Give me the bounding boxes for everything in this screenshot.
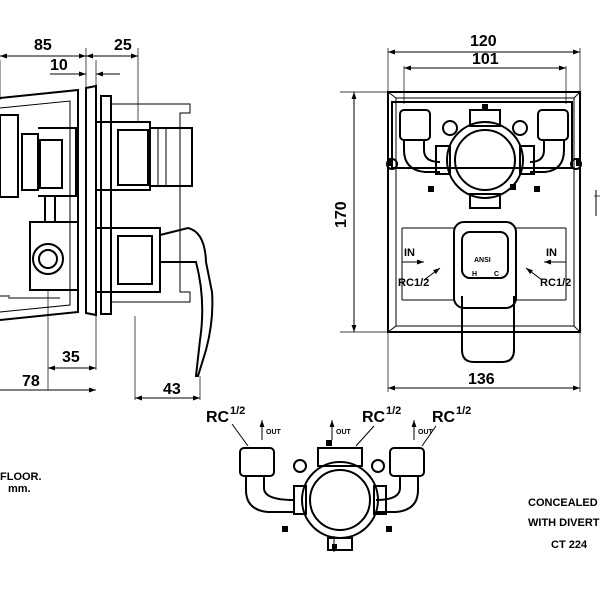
- side-view: 85 25 10 35 78 43: [0, 37, 214, 401]
- cold-label: C: [494, 271, 499, 278]
- rc-right-size: 1/2: [556, 277, 571, 289]
- rc-center-out-label: RC: [362, 409, 386, 426]
- title-block: CONCEALED WITH DIVERT CT 224: [528, 497, 600, 551]
- rc-right-label: RC: [540, 277, 556, 289]
- mm-note: mm.: [8, 483, 31, 495]
- dim-78: 78: [22, 373, 40, 390]
- hot-label: H: [472, 271, 477, 278]
- rc-left-size: 1/2: [414, 277, 429, 289]
- rc-right-out-label: RC: [432, 409, 456, 426]
- dim-120: 120: [470, 33, 497, 50]
- inlet-left-label: IN: [404, 247, 415, 259]
- rc-right-out-size: 1/2: [456, 405, 471, 417]
- dim-25: 25: [114, 37, 132, 54]
- rc-left-label: RC: [398, 277, 414, 289]
- dim-85: 85: [34, 37, 52, 54]
- front-view: ANSI H C IN RC 1/2 IN RC 1/2 120 101 170: [333, 33, 600, 392]
- rc-left-out-size: 1/2: [230, 405, 245, 417]
- notes: FLOOR. mm.: [0, 471, 42, 495]
- dim-35: 35: [62, 349, 80, 366]
- out-right-label: OUT: [418, 429, 434, 436]
- dim-43: 43: [163, 381, 181, 398]
- title-line-2: WITH DIVERT: [528, 517, 600, 529]
- out-left-label: OUT: [266, 429, 282, 436]
- dim-101: 101: [472, 51, 499, 68]
- title-line-3: CT 224: [551, 539, 588, 551]
- outlet-detail-view: RC 1/2 RC 1/2 RC 1/2 OUT OUT OUT: [206, 405, 471, 552]
- dim-170: 170: [333, 201, 350, 228]
- rc-left-out-label: RC: [206, 409, 230, 426]
- dim-10: 10: [50, 57, 68, 74]
- rc-center-out-size: 1/2: [386, 405, 401, 417]
- out-center-label: OUT: [336, 429, 352, 436]
- title-line-1: CONCEALED: [528, 497, 598, 509]
- dim-136: 136: [468, 371, 495, 388]
- inlet-right-label: IN: [546, 247, 557, 259]
- notch-label: ANSI: [474, 257, 491, 264]
- floor-note: FLOOR.: [0, 471, 42, 483]
